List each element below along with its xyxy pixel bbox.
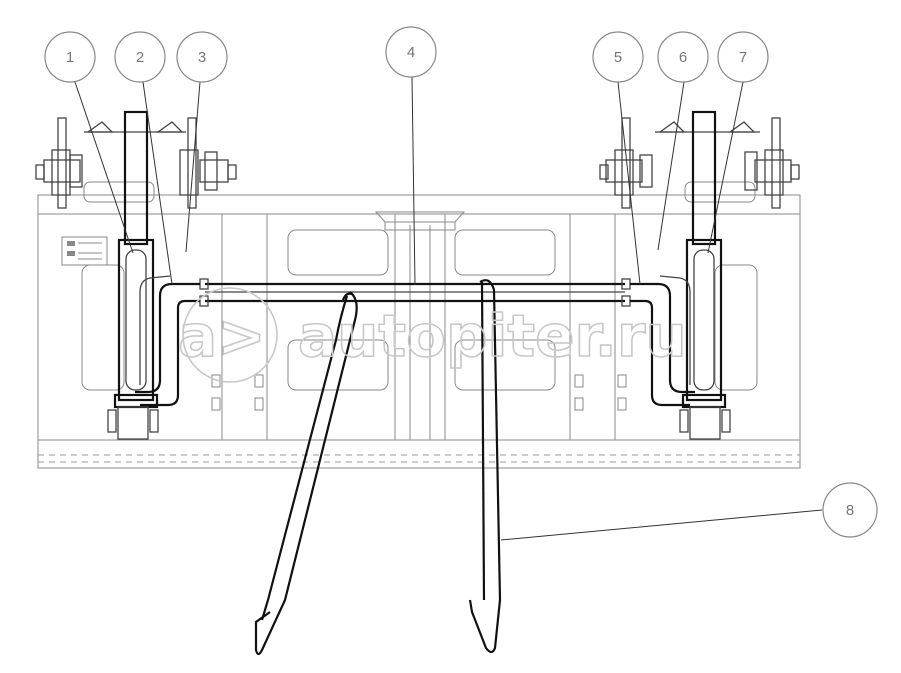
callout-label: 6 (679, 49, 687, 66)
callout-1: 1 (44, 31, 96, 83)
callout-4: 4 (385, 26, 437, 78)
watermark: a> autopiter.ru (177, 287, 688, 383)
callout-label: 8 (846, 502, 854, 519)
callout-label: 3 (198, 49, 206, 66)
callout-3: 3 (176, 31, 228, 83)
callout-label: 5 (614, 49, 622, 66)
callout-label: 4 (407, 44, 415, 61)
leader-lines (74, 76, 823, 541)
hydraulic-lines (135, 275, 695, 407)
main-frame (37, 181, 801, 469)
callout-label: 2 (136, 49, 144, 66)
watermark-logo: a> (178, 302, 266, 370)
watermark-text: autopiter.ru (298, 302, 687, 370)
left-hydraulic-cylinder (107, 110, 159, 440)
callout-2: 2 (114, 31, 166, 83)
callout-label: 7 (739, 49, 747, 66)
forks (254, 279, 502, 656)
callout-label: 1 (66, 49, 74, 66)
callout-6: 6 (657, 31, 709, 83)
callout-8: 8 (822, 482, 878, 538)
left-mount-brackets (35, 117, 237, 209)
callout-5: 5 (592, 31, 644, 83)
callout-7: 7 (717, 31, 769, 83)
right-mount-brackets (599, 117, 800, 209)
right-hydraulic-cylinder (679, 110, 731, 440)
